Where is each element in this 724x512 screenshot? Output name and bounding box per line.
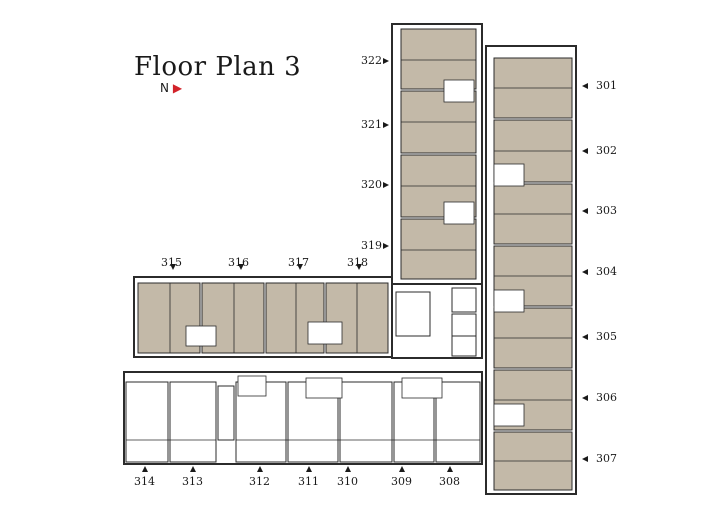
unit-label-314: 314 — [134, 475, 155, 488]
lift-3 — [451, 335, 477, 357]
unit-label-318: 318 — [347, 256, 368, 269]
unit-322-area — [400, 28, 477, 90]
lift-1 — [451, 287, 477, 313]
floor-plan-title: Floor Plan 3 — [134, 52, 302, 82]
unit-label-301: 301 — [596, 79, 617, 92]
unit-label-313: 313 — [182, 475, 203, 488]
unit-label-312: 312 — [249, 475, 270, 488]
unit-label-307: 307 — [596, 452, 617, 465]
unit-label-320: 320 — [361, 178, 382, 191]
unit-label-308: 308 — [439, 475, 460, 488]
north-arrow-icon: ▶ — [172, 81, 183, 95]
unit-label-316: 316 — [228, 256, 249, 269]
unit-label-306: 306 — [596, 391, 617, 404]
stairwell — [395, 291, 431, 337]
unit-308-area — [435, 381, 481, 463]
unit-313-area — [169, 381, 217, 463]
unit-label-321: 321 — [361, 118, 382, 131]
unit-310-area — [339, 381, 393, 463]
unit-label-315: 315 — [161, 256, 182, 269]
unit-label-302: 302 — [596, 144, 617, 157]
north-indicator: N ▶ — [160, 81, 182, 95]
unit-label-305: 305 — [596, 330, 617, 343]
south-stair — [217, 385, 235, 441]
unit-label-322: 322 — [361, 54, 382, 67]
unit-label-304: 304 — [596, 265, 617, 278]
lift-2 — [451, 313, 477, 339]
unit-label-310: 310 — [337, 475, 358, 488]
unit-label-317: 317 — [288, 256, 309, 269]
unit-label-309: 309 — [391, 475, 412, 488]
unit-label-311: 311 — [298, 475, 319, 488]
unit-label-303: 303 — [596, 204, 617, 217]
unit-319-area — [400, 218, 477, 280]
unit-label-319: 319 — [361, 239, 382, 252]
north-label: N — [160, 81, 169, 95]
unit-314-area — [125, 381, 169, 463]
